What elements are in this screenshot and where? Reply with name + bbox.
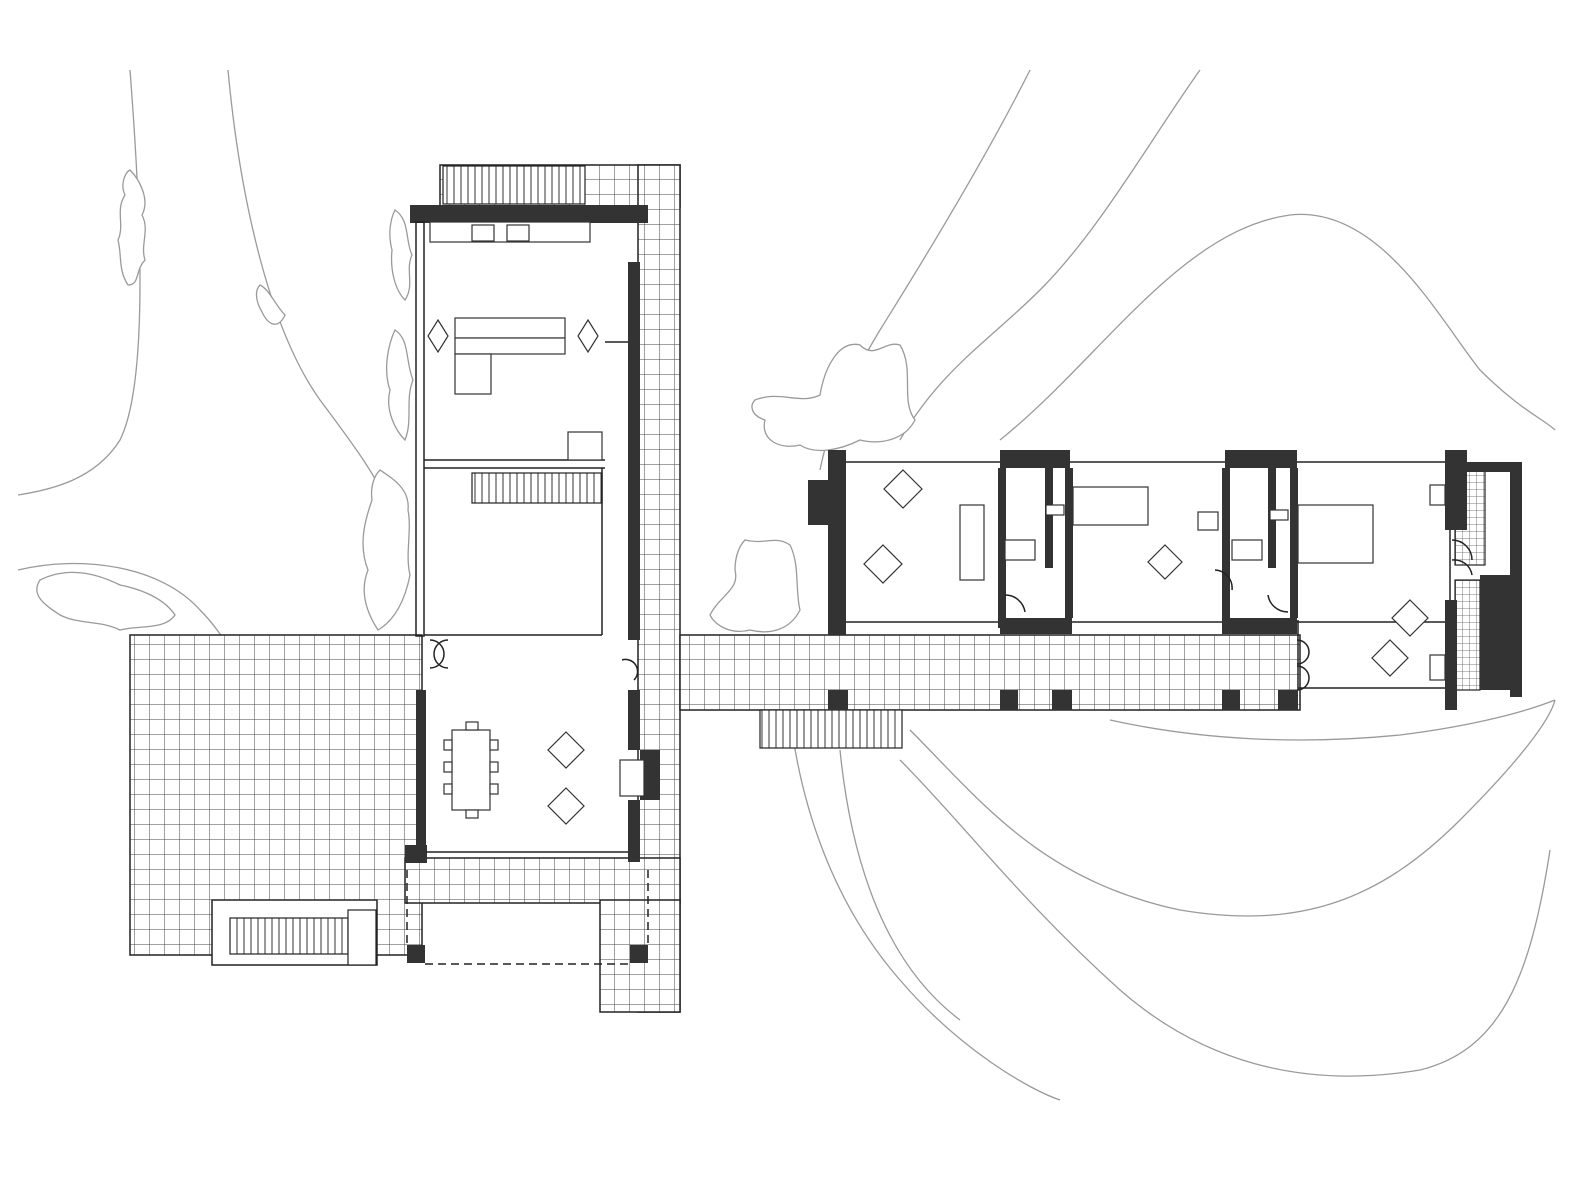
stairs bbox=[211, 165, 903, 966]
east-stair bbox=[759, 709, 903, 749]
main-house bbox=[405, 205, 660, 965]
corridor bbox=[679, 634, 1301, 711]
bedroom-wing bbox=[808, 450, 1522, 710]
north-stair bbox=[442, 165, 586, 205]
tiled-terraces bbox=[129, 164, 1486, 1013]
south-strip bbox=[404, 857, 681, 904]
landscape-shrubs bbox=[36, 169, 916, 633]
west-stair bbox=[229, 917, 349, 955]
terrain-contours bbox=[17, 69, 1556, 1101]
interior-stair bbox=[471, 472, 603, 504]
